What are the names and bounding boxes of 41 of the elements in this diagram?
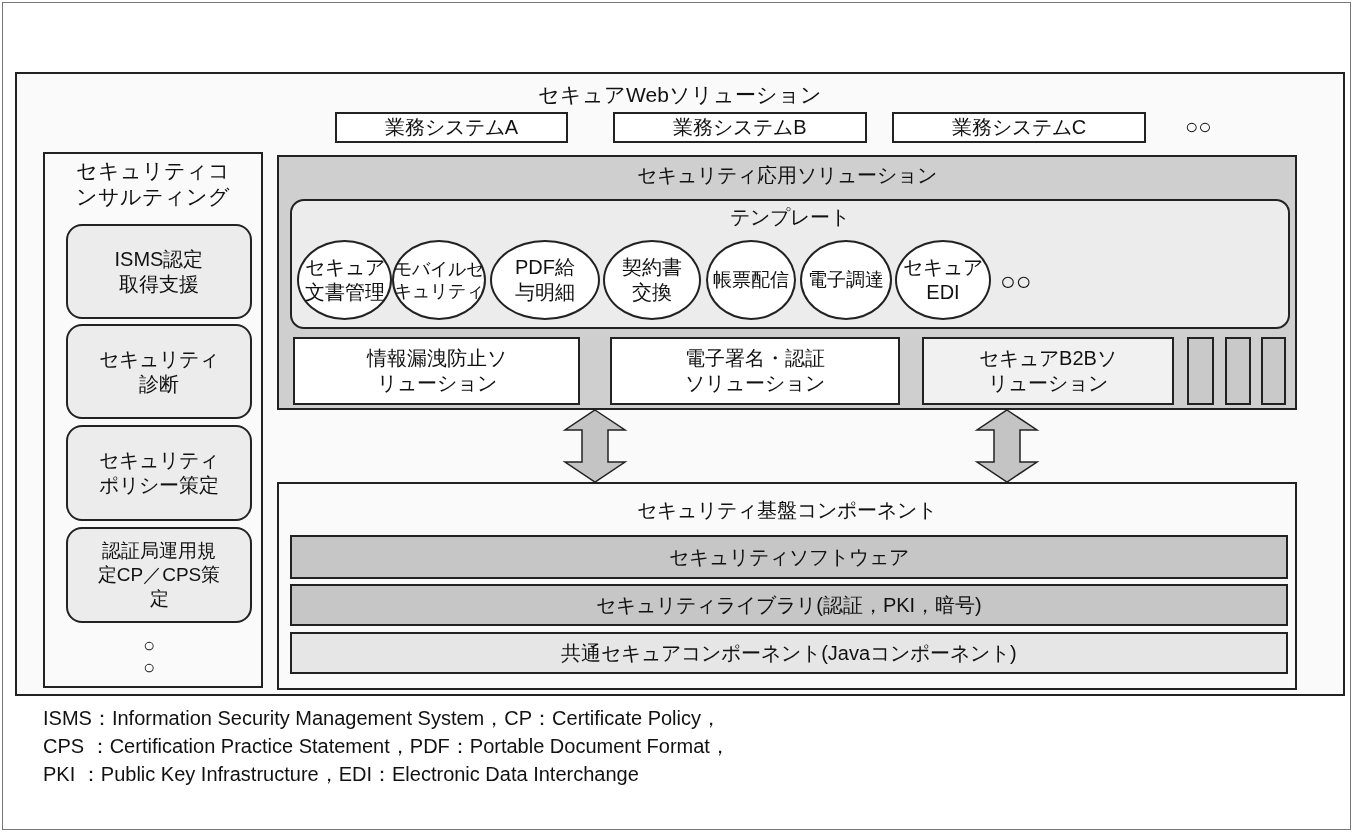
double-arrow [562, 409, 628, 483]
group-title: セキュリティ応用ソリューション [636, 163, 938, 188]
ellipsis-mark: ○○ [1185, 114, 1212, 140]
component-bar: 共通セキュアコンポーネント(Javaコンポーネント) [290, 632, 1288, 674]
group-panel [277, 155, 1297, 410]
group-panel [43, 152, 263, 688]
placeholder-box [1261, 337, 1286, 405]
footnote-text: PKI ：Public Key Infrastructure，EDI：Electronic Data Interchange [43, 762, 639, 787]
group-panel [15, 72, 1345, 696]
solution-box: 業務システムA [335, 112, 568, 143]
solution-box: 業務システムB [613, 112, 867, 143]
group-panel [290, 199, 1290, 329]
solution-box: セキュアB2Bソリューション [922, 337, 1174, 405]
footnote-text: CPS ：Certification Practice Statement，PDF：Portable Document Format， [43, 734, 730, 759]
service-box: セキュリティポリシー策定 [66, 425, 252, 521]
group-title: セキュアWebソリューション [537, 82, 823, 108]
template-ellipse: 帳票配信 [706, 240, 796, 320]
group-title: セキュリティ基盤コンポーネント [636, 498, 938, 523]
group-title: セキュリティコンサルティング [75, 158, 231, 211]
solution-box: 業務システムC [892, 112, 1146, 143]
footnote-text: ISMS：Information Security Management System，CP：Certificate Policy， [43, 706, 721, 731]
template-ellipse: 契約書交換 [603, 240, 701, 320]
service-box: セキュリティ診断 [66, 324, 252, 419]
template-ellipse: PDF給与明細 [490, 240, 600, 320]
template-ellipse: モバイルセキュリティ [392, 240, 486, 320]
placeholder-box [1225, 337, 1251, 405]
service-box: 認証局運用規定CP／CPS策定 [66, 527, 252, 623]
group-panel [277, 482, 1297, 690]
template-ellipse: セキュアEDI [895, 240, 991, 320]
solution-box: 電子署名・認証ソリューション [610, 337, 900, 405]
solution-box: 情報漏洩防止ソリューション [293, 337, 580, 405]
group-title: テンプレート [729, 205, 851, 230]
ellipsis-mark: ○○ [1000, 266, 1032, 297]
template-ellipse: セキュア文書管理 [297, 240, 392, 320]
double-arrow [974, 409, 1040, 483]
service-box: ISMS認定取得支援 [66, 224, 252, 319]
component-bar: セキュリティソフトウェア [290, 535, 1288, 579]
component-bar: セキュリティライブラリ(認証，PKI，暗号) [290, 584, 1288, 626]
ellipsis-mark: ○○ [143, 634, 157, 678]
template-ellipse: 電子調達 [800, 240, 892, 320]
placeholder-box [1187, 337, 1214, 405]
